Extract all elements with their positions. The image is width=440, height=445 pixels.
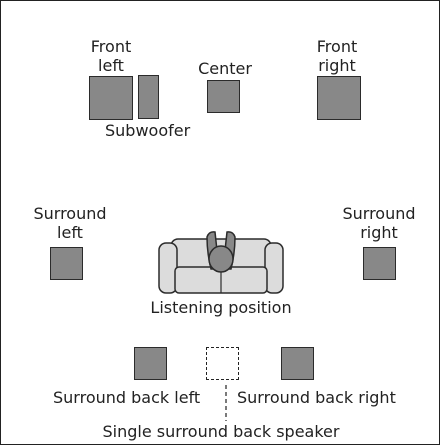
surround-back-left-speaker-icon: [134, 347, 167, 380]
center-speaker-icon: [207, 80, 240, 113]
surround-left-speaker-icon: [50, 247, 83, 280]
front-left-speaker-icon: [89, 76, 133, 120]
single-surround-back-label: Single surround back speaker: [102, 422, 340, 441]
single-surround-back-speaker-icon: [206, 347, 239, 380]
surround-back-right-speaker-icon: [281, 347, 314, 380]
subwoofer-speaker-icon: [138, 75, 159, 119]
single-surround-back-leader-line: [225, 385, 227, 421]
front-right-label: Front right: [316, 37, 358, 75]
front-right-speaker-icon: [317, 76, 361, 120]
surround-back-left-label: Surround back left: [53, 388, 201, 407]
subwoofer-label: Subwoofer: [105, 121, 191, 140]
surround-back-right-label: Surround back right: [237, 388, 396, 407]
surround-left-label: Surround left: [33, 204, 107, 242]
listener-icon: [208, 245, 234, 273]
center-label: Center: [198, 59, 252, 78]
listening-position-label: Listening position: [150, 298, 292, 317]
surround-right-speaker-icon: [363, 247, 396, 280]
front-left-label: Front left: [90, 37, 132, 75]
sofa-icon: [158, 231, 284, 294]
surround-right-label: Surround right: [342, 204, 416, 242]
